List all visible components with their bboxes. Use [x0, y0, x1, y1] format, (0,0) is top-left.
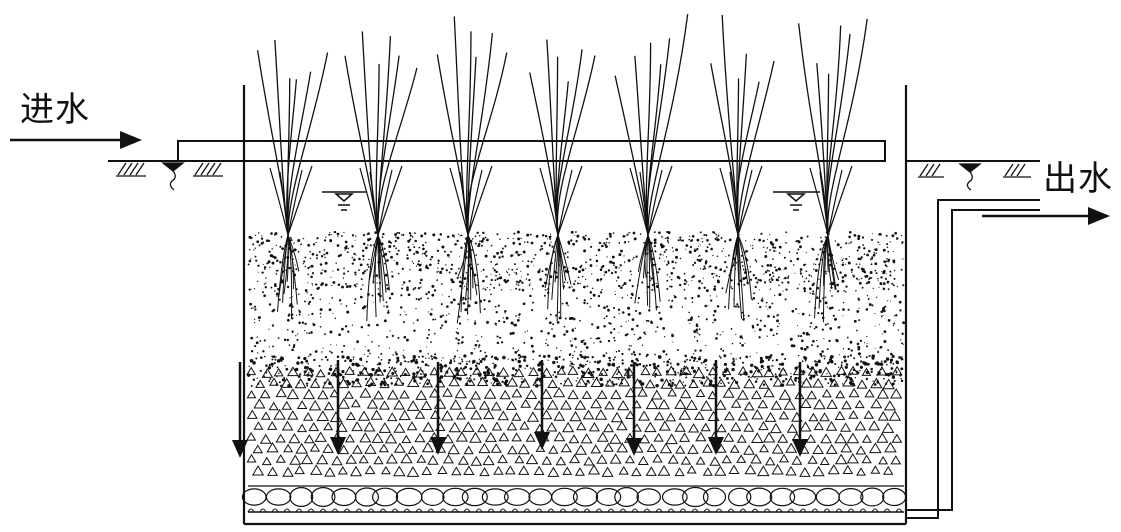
- water-level-symbol-ground-left: [163, 163, 183, 190]
- reed-plant: [711, 15, 774, 321]
- cobble-layer: [242, 486, 905, 512]
- inlet-label: 进水: [20, 93, 90, 127]
- reed-plant: [799, 19, 868, 323]
- water-level-symbol-inner-left: [322, 192, 366, 210]
- water-level-symbol-inner-right: [773, 192, 820, 210]
- top-slab: [178, 141, 885, 161]
- downflow-arrow: [232, 362, 248, 458]
- plants: [258, 14, 868, 323]
- reed-plant: [615, 14, 688, 310]
- reed-plant: [345, 31, 417, 321]
- reed-plant: [437, 16, 506, 323]
- inlet-arrow: [10, 131, 142, 149]
- ground-left: [108, 161, 244, 190]
- reed-plant: [258, 40, 328, 319]
- fine-sand-layer: [247, 231, 905, 388]
- ground-right: [906, 161, 1040, 190]
- outlet-label: 出水: [1043, 162, 1113, 196]
- outlet-pipe: [906, 200, 1040, 518]
- gravel-layer: [247, 366, 902, 477]
